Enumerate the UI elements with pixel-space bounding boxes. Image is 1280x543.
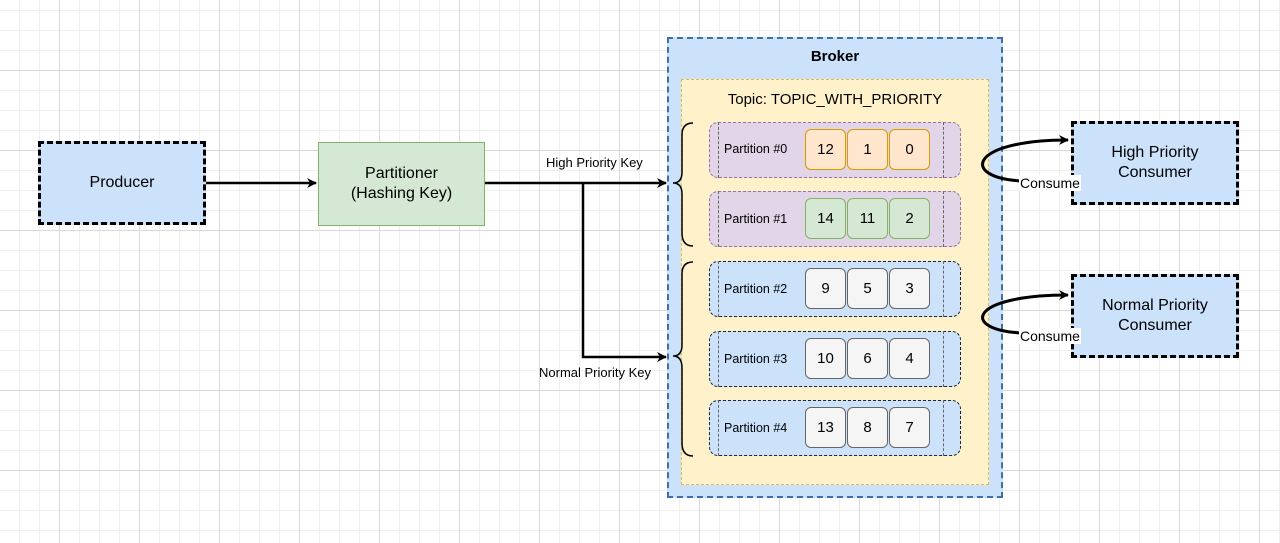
high-consume-arrow[interactable] (981, 135, 1069, 183)
partition-3-right-divider (943, 331, 944, 387)
high-priority-consumer-node[interactable]: High Priority Consumer (1071, 121, 1239, 205)
partition-2-right-divider (943, 261, 944, 317)
partition-0-offset-cell[interactable]: 0 (889, 129, 930, 170)
high-priority-consumer-line1: High Priority (1111, 144, 1199, 161)
partitioner-node[interactable]: Partitioner (Hashing Key) (318, 142, 485, 226)
partition-4-offset-cell[interactable]: 8 (847, 407, 888, 448)
partition-4-offset-cell[interactable]: 7 (889, 407, 930, 448)
partition-0-left-divider (718, 122, 719, 178)
normal-priority-consumer-line1: Normal Priority (1102, 297, 1208, 314)
high-consume-label: Consume (1019, 175, 1081, 191)
partition-0-right-divider (943, 122, 944, 178)
normal-consume-label: Consume (1019, 328, 1081, 344)
partition-2-offset-cell[interactable]: 3 (889, 268, 930, 309)
partition-2-offset-cell[interactable]: 5 (847, 268, 888, 309)
partition-3-label: Partition #3 (724, 352, 788, 366)
producer-node[interactable]: Producer (38, 141, 206, 225)
normal-priority-key-label: Normal Priority Key (539, 365, 651, 380)
partitioner-text: Partitioner (Hashing Key) (351, 164, 452, 204)
partition-0-offset-cell[interactable]: 1 (847, 129, 888, 170)
partition-3-offset-cell[interactable]: 6 (847, 338, 888, 379)
partition-1-right-divider (943, 191, 944, 247)
high-priority-consumer-line2: Consumer (1118, 164, 1192, 181)
partition-1-offset-cell[interactable]: 11 (847, 198, 888, 239)
partition-1-left-divider (718, 191, 719, 247)
partitioner-title: Partitioner (365, 165, 438, 182)
partition-4-offset-cell[interactable]: 13 (805, 407, 846, 448)
normal-priority-consumer-line2: Consumer (1118, 317, 1192, 334)
normal-priority-consumer-text: Normal Priority Consumer (1102, 296, 1208, 336)
partition-2-label: Partition #2 (724, 282, 788, 296)
partition-3-offset-cell[interactable]: 10 (805, 338, 846, 379)
partition-0-offset-cell[interactable]: 12 (805, 129, 846, 170)
broker-title: Broker (810, 48, 860, 65)
partition-2-left-divider (718, 261, 719, 317)
partition-4-right-divider (943, 400, 944, 456)
partition-3-left-divider (718, 331, 719, 387)
normal-partitions-brace (672, 261, 694, 457)
producer-label: Producer (89, 174, 155, 191)
partition-0-label: Partition #0 (724, 142, 788, 156)
partition-1-label: Partition #1 (724, 212, 788, 226)
topic-title: Topic: TOPIC_WITH_PRIORITY (727, 91, 943, 108)
partition-2-offset-cell[interactable]: 9 (805, 268, 846, 309)
normal-priority-consumer-node[interactable]: Normal Priority Consumer (1071, 274, 1239, 358)
partition-4-label: Partition #4 (724, 421, 788, 435)
partitioner-subtitle: (Hashing Key) (350, 185, 453, 202)
normal-priority-key-arrow[interactable] (581, 183, 667, 362)
high-priority-key-label: High Priority Key (546, 155, 643, 170)
partition-1-offset-cell[interactable]: 2 (889, 198, 930, 239)
partition-3-offset-cell[interactable]: 4 (889, 338, 930, 379)
partition-1-offset-cell[interactable]: 14 (805, 198, 846, 239)
partition-4-left-divider (718, 400, 719, 456)
normal-consume-arrow[interactable] (981, 290, 1069, 335)
high-partitions-brace (672, 122, 694, 247)
high-priority-consumer-text: High Priority Consumer (1111, 143, 1198, 183)
